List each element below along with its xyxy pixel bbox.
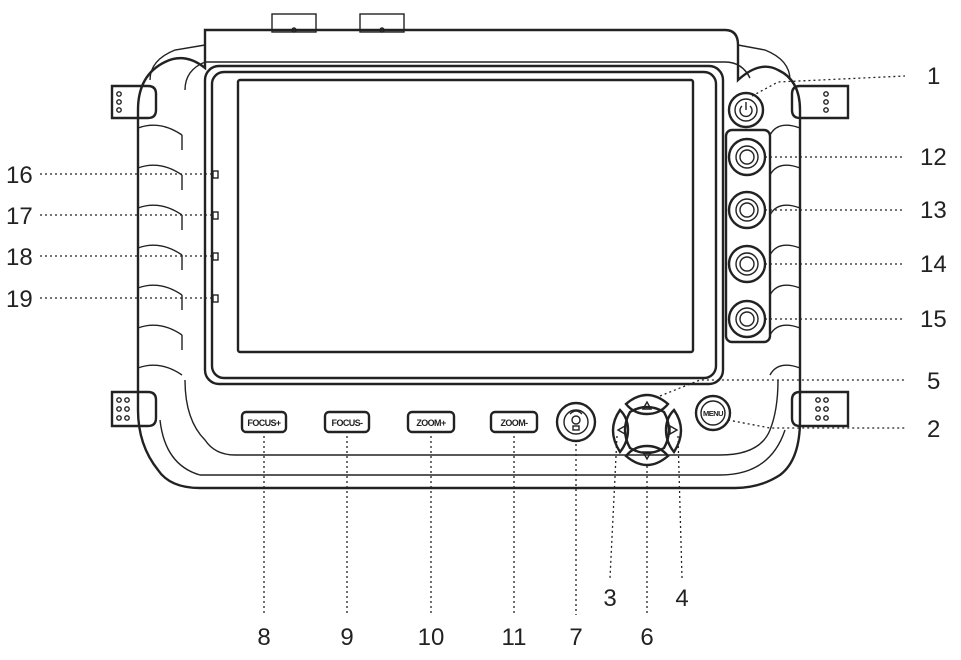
triangle-up-icon — [641, 400, 653, 410]
callout-numbers: 1 12 13 14 15 5 2 16 17 18 19 8 9 10 11 … — [6, 63, 947, 651]
callout-4: 4 — [675, 585, 688, 612]
callout-8: 8 — [257, 624, 270, 651]
callout-7: 7 — [569, 624, 582, 651]
callout-5: 5 — [927, 368, 940, 395]
callout-12: 12 — [920, 144, 947, 171]
leader-lines — [40, 75, 906, 615]
dpad — [611, 393, 683, 467]
triangle-left-icon — [616, 424, 626, 436]
indicator-light-16 — [212, 170, 219, 179]
device-body — [136, 13, 802, 490]
callout-14: 14 — [920, 251, 947, 278]
zoom-plus-button[interactable]: ZOOM+ — [406, 410, 456, 434]
function-button-13[interactable] — [727, 190, 767, 230]
dpad-left-button[interactable] — [611, 408, 630, 455]
menu-label: MENU — [703, 409, 723, 418]
zoom-plus-label: ZOOM+ — [416, 418, 446, 428]
callout-15: 15 — [920, 306, 947, 333]
power-icon — [739, 102, 753, 118]
indicator-light-19 — [212, 294, 219, 303]
dpad-up-button[interactable] — [624, 393, 670, 416]
callout-1: 1 — [927, 63, 940, 90]
callout-2: 2 — [927, 416, 940, 443]
callout-10: 10 — [418, 624, 445, 651]
focus-minus-button[interactable]: FOCUS- — [323, 410, 371, 434]
joystick-button[interactable] — [555, 401, 597, 443]
focus-minus-label: FOCUS- — [332, 418, 364, 428]
zoom-minus-button[interactable]: ZOOM- — [489, 410, 539, 434]
joystick-icon — [569, 410, 583, 431]
dpad-down-button[interactable] — [624, 444, 670, 467]
indicator-lights — [212, 170, 219, 303]
callout-18: 18 — [6, 244, 33, 271]
callout-16: 16 — [6, 162, 33, 189]
strap-clip-top-right — [790, 84, 850, 120]
power-button[interactable] — [727, 91, 765, 129]
focus-plus-label: FOCUS+ — [247, 418, 281, 428]
callout-11: 11 — [502, 624, 527, 651]
dpad-right-button[interactable] — [664, 408, 683, 455]
screen — [203, 64, 725, 386]
triangle-right-icon — [669, 424, 679, 436]
dpad-center[interactable] — [623, 405, 671, 455]
callout-17: 17 — [6, 203, 33, 230]
function-button-14[interactable] — [727, 244, 767, 284]
callout-13: 13 — [920, 197, 947, 224]
strap-clip-bottom-left — [110, 390, 158, 428]
callout-9: 9 — [340, 624, 353, 651]
right-button-panel — [724, 128, 772, 344]
indicator-light-17 — [212, 211, 219, 220]
triangle-down-icon — [641, 451, 653, 461]
callout-6: 6 — [640, 624, 653, 651]
callout-3: 3 — [603, 585, 616, 612]
focus-plus-button[interactable]: FOCUS+ — [240, 410, 288, 434]
strap-clip-bottom-right — [790, 390, 850, 428]
callout-19: 19 — [6, 286, 33, 313]
function-button-12[interactable] — [727, 137, 767, 177]
function-button-15[interactable] — [727, 299, 767, 339]
strap-clip-top-left — [110, 84, 158, 120]
zoom-minus-label: ZOOM- — [501, 418, 529, 428]
indicator-light-18 — [212, 252, 219, 261]
menu-button[interactable]: MENU — [694, 394, 732, 432]
